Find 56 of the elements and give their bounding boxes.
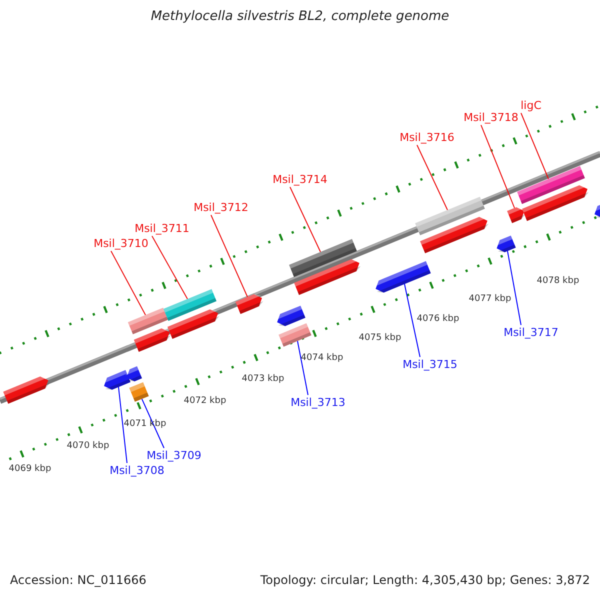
- gene-feature: [594, 204, 600, 218]
- gene-feature: [126, 366, 142, 382]
- leader-line: [480, 124, 515, 208]
- gene-label: Msil_3709: [146, 449, 202, 462]
- scale-label: 4073 kbp: [242, 374, 284, 385]
- gene-label: Msil_3708: [110, 464, 164, 477]
- gene-label: Msil_3714: [272, 173, 328, 186]
- scale-label: 4070 kbp: [66, 441, 110, 452]
- gene-label: Msil_3718: [464, 111, 518, 124]
- scale-label: 4078 kbp: [536, 276, 580, 287]
- leader-line: [416, 144, 448, 210]
- gene-feature: [522, 185, 589, 221]
- gene-block: [278, 323, 312, 347]
- diagram-title: Methylocella silvestris BL2, complete genome: [150, 9, 450, 24]
- leader-line: [290, 186, 321, 252]
- leader-line: [110, 250, 146, 316]
- gene-block: [164, 289, 216, 321]
- gene-block: [415, 196, 485, 236]
- gene-label: Msil_3713: [290, 396, 346, 409]
- gene-feature: [374, 261, 431, 293]
- gene-block: [517, 166, 585, 204]
- scale-label: 4075 kbp: [358, 333, 402, 344]
- scale-label: 4072 kbp: [184, 396, 226, 407]
- leader-line: [210, 214, 248, 298]
- leader-line: [152, 236, 188, 300]
- gene-label: ligC: [520, 99, 542, 112]
- scale-label: 4076 kbp: [416, 314, 460, 325]
- scale-label: 4069 kbp: [8, 464, 52, 475]
- leader-line: [297, 340, 308, 396]
- scale-label: 4074 kbp: [300, 353, 344, 364]
- gene-feature: [3, 376, 50, 404]
- gene-label: Msil_3711: [134, 222, 190, 235]
- leader-line: [404, 284, 420, 358]
- scale-label: 4077 kbp: [468, 294, 512, 305]
- gene-feature: [420, 216, 489, 254]
- gene-block: [289, 239, 357, 277]
- leader-line: [118, 386, 128, 464]
- accession-text: Accession: NC_011666: [10, 573, 146, 587]
- gene-label: Msil_3710: [94, 237, 148, 250]
- gene-feature: [507, 207, 526, 224]
- gene-label: Msil_3717: [504, 326, 558, 339]
- leader-line: [520, 112, 549, 180]
- gene-feature: [134, 328, 171, 352]
- gene-block: [128, 308, 168, 334]
- gene-feature: [294, 259, 361, 295]
- gene-label: Msil_3715: [402, 358, 458, 371]
- gene-feature: [168, 309, 220, 339]
- gene-feature: [236, 294, 264, 314]
- gene-label: Msil_3716: [400, 131, 454, 144]
- gene-feature: [276, 306, 306, 326]
- gene-feature: [496, 236, 516, 252]
- gene-block: [129, 382, 149, 402]
- leader-line: [507, 250, 522, 326]
- genome-info-text: Topology: circular; Length: 4,305,430 bp; Genes: 3,872: [260, 573, 590, 587]
- leader-line: [141, 398, 164, 448]
- gene-label: Msil_3712: [194, 201, 248, 214]
